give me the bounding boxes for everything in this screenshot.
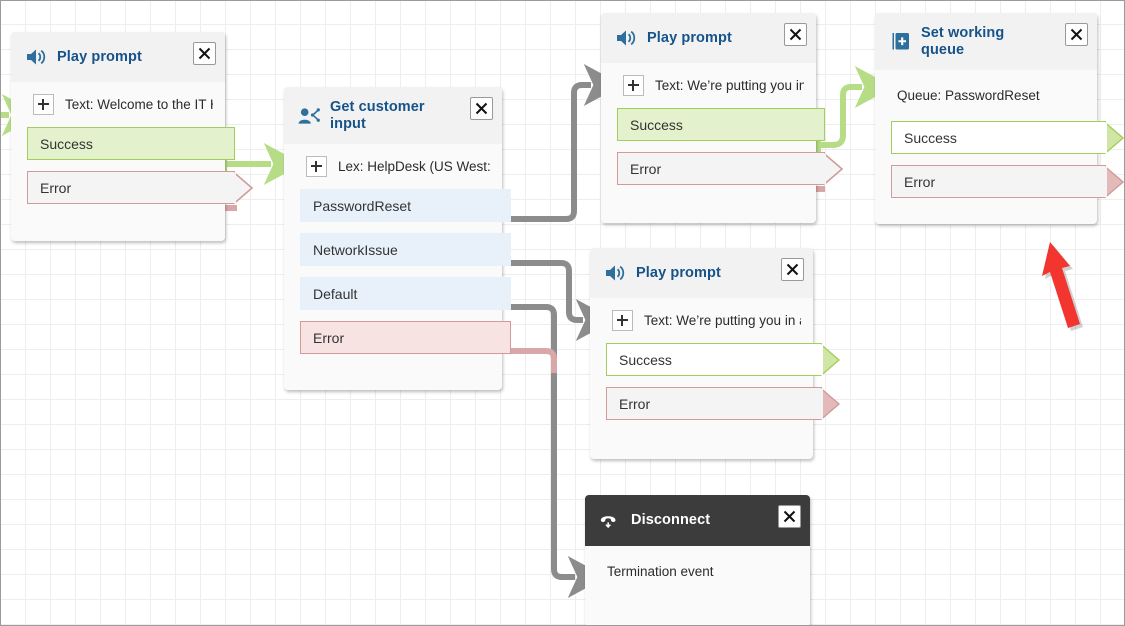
branch-list: Success Error: [590, 343, 841, 451]
branch-label: Success: [619, 351, 672, 368]
node-disconnect[interactable]: Disconnect Termination event: [585, 495, 810, 625]
node-title: Disconnect: [631, 512, 711, 528]
get-customer-input-icon: [298, 105, 320, 127]
branch-list: Success Error: [875, 117, 1124, 229]
node-body: Text: We’re putting you in a ... Success…: [590, 298, 841, 451]
branch-error[interactable]: Error: [27, 171, 254, 204]
branch-arrow-tail: [1105, 165, 1124, 198]
branch-label: Success: [630, 116, 683, 133]
close-icon[interactable]: [193, 42, 216, 65]
branch-label: Success: [904, 129, 957, 146]
node-header: Set working queue: [875, 13, 1097, 70]
branch-default[interactable]: Default: [300, 277, 511, 310]
node-body: Text: Welcome to the IT Hel... Success E…: [11, 82, 254, 235]
branch-success[interactable]: Success: [891, 121, 1124, 154]
node-parameter-text: Queue: PasswordReset: [897, 88, 1040, 103]
speaker-icon: [25, 46, 47, 68]
plus-icon[interactable]: [33, 94, 54, 115]
branch-arrow-tail: [824, 152, 844, 185]
node-get-customer-input[interactable]: Get customer input Lex: HelpDesk (US Wes…: [284, 87, 511, 390]
close-icon[interactable]: [781, 258, 804, 281]
close-icon[interactable]: [784, 23, 807, 46]
close-icon[interactable]: [470, 97, 493, 120]
plus-icon[interactable]: [306, 156, 327, 177]
branch-label: Default: [313, 285, 358, 302]
node-parameter-row[interactable]: Text: We’re putting you in a ...: [601, 63, 816, 108]
node-title: Set working queue: [921, 24, 1005, 58]
speaker-icon: [604, 262, 626, 284]
node-parameter-text: Text: We’re putting you in a ...: [644, 313, 801, 328]
node-title: Play prompt: [57, 48, 142, 65]
node-body: Queue: PasswordReset Success Error: [875, 70, 1124, 229]
plus-icon[interactable]: [612, 310, 633, 331]
branch-passwordreset[interactable]: PasswordReset: [300, 189, 511, 222]
node-header: Get customer input: [284, 87, 502, 144]
set-working-queue-icon: [889, 31, 911, 53]
annotation-arrow-icon: [1042, 242, 1083, 331]
branch-label: Error: [904, 173, 936, 190]
branch-list: Success Error: [11, 127, 254, 235]
close-icon[interactable]: [778, 505, 801, 528]
branch-list: Success Error: [601, 108, 844, 216]
branch-arrow-tail: [821, 343, 841, 376]
node-parameter-text: Lex: HelpDesk (US West: O...: [338, 159, 490, 174]
branch-label: Success: [40, 135, 93, 152]
node-play-prompt-queue-top[interactable]: Play prompt Text: We’re putting you in a…: [601, 13, 844, 223]
node-body: Termination event: [585, 546, 810, 593]
branch-error[interactable]: Error: [617, 152, 844, 185]
branch-arrow-tail: [234, 171, 254, 204]
node-header: Play prompt: [11, 32, 225, 82]
node-title: Play prompt: [647, 29, 732, 46]
branch-success[interactable]: Success: [617, 108, 825, 141]
node-body: Text: We’re putting you in a ... Success…: [601, 63, 844, 216]
node-header: Play prompt: [590, 248, 813, 298]
branch-list: PasswordReset NetworkIssue Default Error: [284, 189, 511, 385]
node-parameter-text: Text: Welcome to the IT Hel...: [65, 97, 213, 112]
node-parameter-row[interactable]: Lex: HelpDesk (US West: O...: [284, 144, 502, 189]
node-play-prompt-welcome[interactable]: Play prompt Text: Welcome to the IT Hel.…: [11, 32, 254, 241]
branch-label: Error: [40, 179, 72, 196]
node-parameter-text: Termination event: [607, 564, 714, 579]
node-parameter-row[interactable]: Text: We’re putting you in a ...: [590, 298, 813, 343]
branch-error[interactable]: Error: [606, 387, 841, 420]
disconnect-phone-icon: [599, 510, 621, 532]
branch-error[interactable]: Error: [891, 165, 1124, 198]
node-parameter-text: Text: We’re putting you in a ...: [655, 78, 804, 93]
node-body: Lex: HelpDesk (US West: O... PasswordRes…: [284, 144, 511, 385]
node-play-prompt-queue-mid[interactable]: Play prompt Text: We’re putting you in a…: [590, 248, 841, 459]
node-parameter-row[interactable]: Text: Welcome to the IT Hel...: [11, 82, 225, 127]
branch-label: NetworkIssue: [313, 241, 398, 258]
plus-icon[interactable]: [623, 75, 644, 96]
node-header: Disconnect: [585, 495, 810, 546]
close-icon[interactable]: [1065, 23, 1088, 46]
node-set-working-queue[interactable]: Set working queue Queue: PasswordReset S…: [875, 13, 1124, 224]
branch-label: Error: [313, 329, 345, 346]
node-header: Play prompt: [601, 13, 816, 63]
branch-networkissue[interactable]: NetworkIssue: [300, 233, 511, 266]
speaker-icon: [615, 27, 637, 49]
branch-label: Error: [630, 160, 662, 177]
branch-arrow-tail: [821, 387, 841, 420]
branch-success[interactable]: Success: [606, 343, 841, 376]
node-title: Get customer input: [330, 98, 425, 132]
branch-error[interactable]: Error: [300, 321, 511, 354]
branch-label: Error: [619, 395, 651, 412]
branch-success[interactable]: Success: [27, 127, 235, 160]
branch-label: PasswordReset: [313, 197, 412, 214]
node-title: Play prompt: [636, 264, 721, 281]
branch-arrow-tail: [1105, 121, 1124, 154]
